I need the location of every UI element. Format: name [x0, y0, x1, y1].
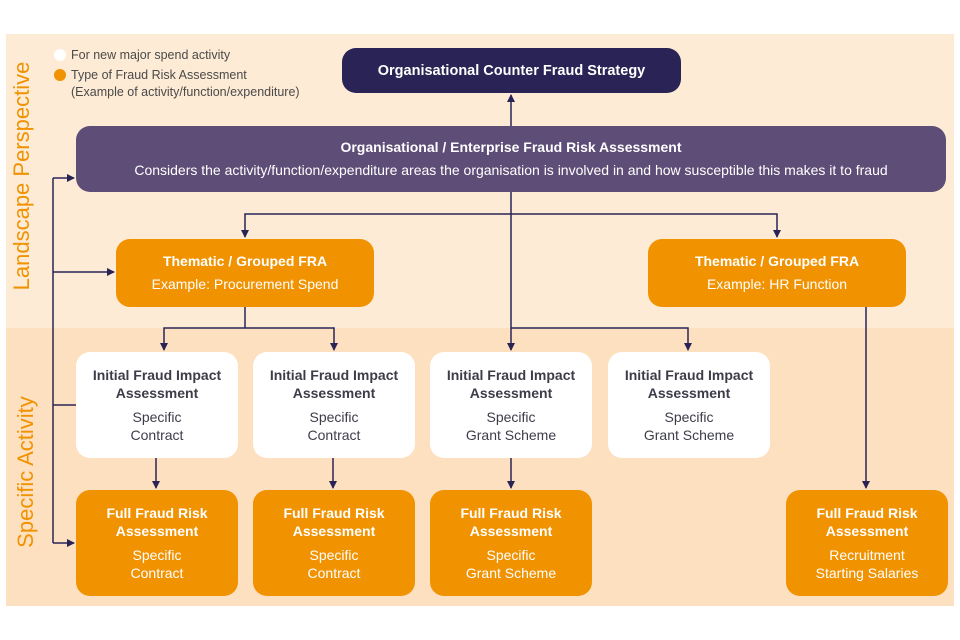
thematic-example: Example: Procurement Spend — [151, 276, 339, 292]
full-fraud-risk-box: Full Fraud Risk Assessment Recruitment S… — [786, 490, 948, 596]
initial-fraud-impact-box: Initial Fraud Impact Assessment Specific… — [430, 352, 592, 458]
ifia-detail-line2: Grant Scheme — [465, 427, 557, 443]
strategy-title: Organisational Counter Fraud Strategy — [377, 62, 646, 79]
ifia-detail-line2: Grant Scheme — [643, 427, 735, 443]
ifia-detail-line1: Specific — [664, 409, 714, 425]
initial-fraud-impact-box: Initial Fraud Impact Assessment Specific… — [76, 352, 238, 458]
ifia-title-line2: Assessment — [647, 385, 731, 401]
ifia-detail-line1: Specific — [486, 409, 536, 425]
ifia-title-line1: Initial Fraud Impact — [446, 367, 576, 383]
legend-item-new-spend: For new major spend activity — [54, 45, 300, 65]
initial-fraud-impact-box: Initial Fraud Impact Assessment Specific… — [608, 352, 770, 458]
counter-fraud-strategy-box: Organisational Counter Fraud Strategy — [342, 48, 681, 93]
legend-item-fra-type: Type of Fraud Risk Assessment — [54, 65, 300, 85]
full-fraud-risk-box: Full Fraud Risk Assessment Specific Cont… — [76, 490, 238, 596]
enterprise-fra-box: Organisational / Enterprise Fraud Risk A… — [76, 126, 946, 192]
ffra-detail-line1: Specific — [486, 547, 536, 563]
thematic-fra-box: Thematic / Grouped FRA Example: HR Funct… — [648, 239, 906, 307]
legend-white-label: For new major spend activity — [71, 48, 231, 62]
ifia-title-line1: Initial Fraud Impact — [269, 367, 399, 383]
legend: For new major spend activity Type of Fra… — [54, 45, 300, 102]
legend-orange-label: Type of Fraud Risk Assessment — [71, 68, 247, 82]
ffra-title-line2: Assessment — [469, 523, 553, 539]
ffra-detail-line2: Starting Salaries — [815, 565, 919, 581]
full-fraud-risk-box: Full Fraud Risk Assessment Specific Gran… — [430, 490, 592, 596]
ffra-title-line1: Full Fraud Risk — [460, 505, 562, 521]
enterprise-description: Considers the activity/function/expendit… — [134, 162, 888, 178]
ffra-title-line1: Full Fraud Risk — [106, 505, 208, 521]
thematic-example: Example: HR Function — [706, 276, 848, 292]
ifia-title-line1: Initial Fraud Impact — [92, 367, 222, 383]
white-dot-icon — [54, 49, 66, 61]
full-fraud-risk-box: Full Fraud Risk Assessment Specific Cont… — [253, 490, 415, 596]
ifia-detail-line1: Specific — [132, 409, 182, 425]
ffra-title-line2: Assessment — [115, 523, 199, 539]
initial-fraud-impact-box: Initial Fraud Impact Assessment Specific… — [253, 352, 415, 458]
thematic-title: Thematic / Grouped FRA — [694, 253, 860, 269]
ffra-detail-line1: Recruitment — [829, 547, 905, 563]
specific-activity-label: Specific Activity — [13, 396, 38, 548]
thematic-fra-box: Thematic / Grouped FRA Example: Procurem… — [116, 239, 374, 307]
ffra-detail-line2: Contract — [307, 565, 361, 581]
ifia-title-line2: Assessment — [115, 385, 199, 401]
ffra-detail-line2: Contract — [130, 565, 184, 581]
ffra-detail-line1: Specific — [309, 547, 359, 563]
ffra-title-line1: Full Fraud Risk — [283, 505, 385, 521]
ifia-detail-line1: Specific — [309, 409, 359, 425]
ifia-detail-line2: Contract — [130, 427, 184, 443]
enterprise-title: Organisational / Enterprise Fraud Risk A… — [340, 139, 682, 155]
ffra-title-line2: Assessment — [292, 523, 376, 539]
orange-dot-icon — [54, 69, 66, 81]
ffra-detail-line1: Specific — [132, 547, 182, 563]
thematic-title: Thematic / Grouped FRA — [162, 253, 328, 269]
ifia-title-line2: Assessment — [469, 385, 553, 401]
landscape-perspective-label: Landscape Perspective — [9, 61, 34, 291]
legend-orange-sublabel: (Example of activity/function/expenditur… — [71, 85, 300, 99]
ffra-title-line1: Full Fraud Risk — [816, 505, 918, 521]
ifia-title-line1: Initial Fraud Impact — [624, 367, 754, 383]
ffra-title-line2: Assessment — [825, 523, 909, 539]
ifia-detail-line2: Contract — [307, 427, 361, 443]
ifia-title-line2: Assessment — [292, 385, 376, 401]
ffra-detail-line2: Grant Scheme — [465, 565, 557, 581]
